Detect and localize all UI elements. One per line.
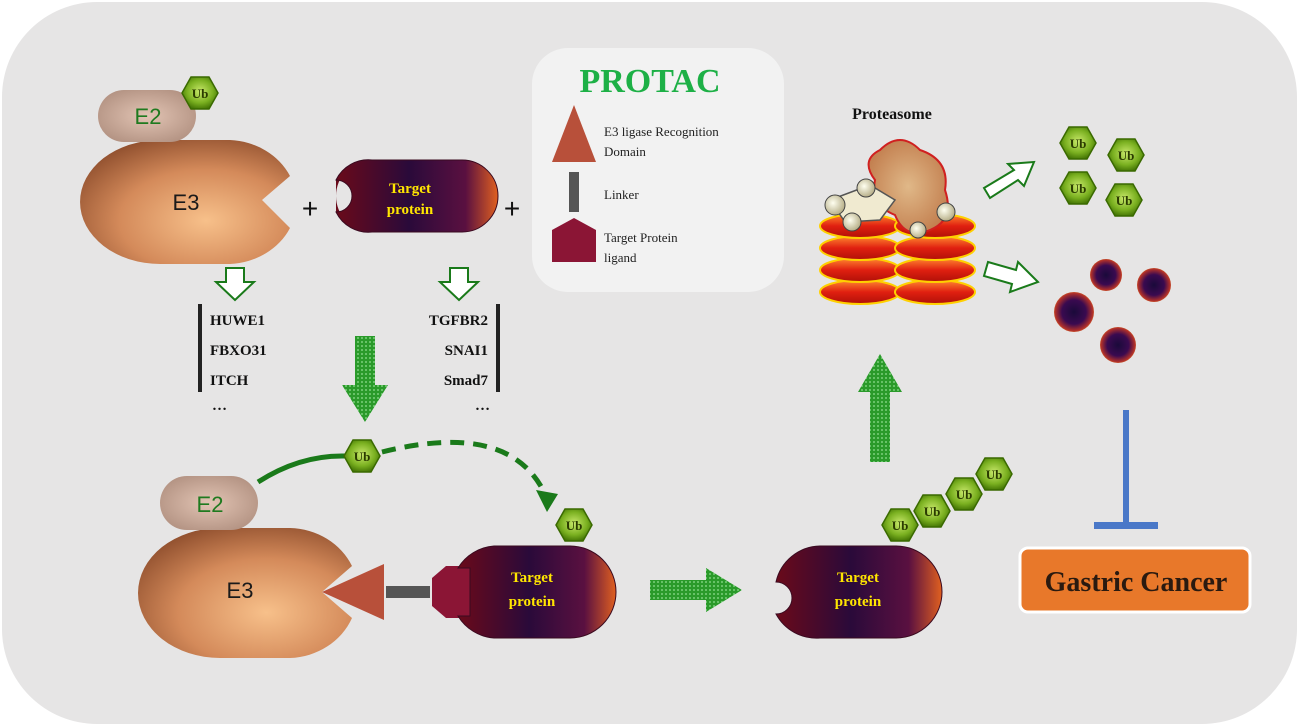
svg-text:Ub: Ub [1118,148,1135,163]
svg-text:protein: protein [509,594,556,610]
arrow-to-fragments [982,260,1040,294]
fragment [1054,292,1094,332]
e2-shape [160,476,258,530]
ub-transfer-arrowhead [536,490,558,512]
protac-ligand [432,566,470,618]
dotted-arrow-right [650,568,742,612]
legend-label-recognition-2: Domain [604,144,646,159]
legend-label-recognition-1: E3 ligase Recognition [604,124,719,139]
protac-linker [386,586,430,598]
inhibition-bar [1094,522,1158,529]
triangle-icon [552,105,596,162]
ub-icon: Ub [343,439,381,473]
bottom-e3-complex: E3 E2 [138,476,352,658]
dotted-arrow-down [342,336,388,422]
protac-legend-box: PROTAC E3 ligase Recognition Domain Link… [532,48,784,292]
fragment [1100,327,1136,363]
ub-icon: Ub [913,494,951,528]
svg-text:Ub: Ub [1070,181,1087,196]
ub-icon: Ub [945,477,983,511]
target-list-item: TGFBR2 [429,313,488,329]
e3-list-item: … [212,398,227,414]
svg-text:Ub: Ub [566,518,583,533]
ub-transfer-dashed-arrow [381,439,548,496]
legend-label-linker: Linker [604,187,639,202]
ub-icon: Ub [1059,171,1097,205]
e3-list-item: FBXO31 [210,343,267,359]
svg-text:Ub: Ub [986,467,1003,482]
svg-text:Ub: Ub [354,449,371,464]
svg-text:Ub: Ub [192,86,209,101]
ub-icon: Ub [1105,183,1143,217]
svg-text:Ub: Ub [956,487,973,502]
ub-icon: Ub [975,457,1013,491]
ub-transfer-line [256,453,346,485]
svg-text:Ub: Ub [892,518,909,533]
e3-label: E3 [227,578,254,603]
e3-list-item: ITCH [210,373,249,389]
down-arrow-target [437,267,481,302]
pentagon-icon [552,218,596,262]
target-list-item: SNAI1 [445,343,488,359]
target-label-line1: Target [389,181,431,197]
fragment [1137,268,1171,302]
protac-recognition-domain [322,564,384,620]
ub-icon: Ub [555,508,593,542]
down-arrow-e3 [213,267,257,302]
ub-icon: Ub [1059,126,1097,160]
ubiquitinated-target-protein: Target protein [775,545,943,639]
top-target-protein: Target protein [335,159,499,233]
legend-label-ligand-1: Target Protein [604,230,678,245]
svg-text:Target: Target [837,570,879,586]
svg-text:Ub: Ub [1116,193,1133,208]
e2-label: E2 [135,104,162,129]
dotted-arrow-up [858,354,902,462]
plus-sign-1: + [302,193,318,224]
fragment [1090,259,1122,291]
gastric-cancer-label: Gastric Cancer [1045,567,1228,598]
protein-fragments [1054,259,1171,363]
ub-chain: Ub Ub Ub Ub [881,457,1013,542]
plus-sign-2: + [504,193,520,224]
svg-text:Ub: Ub [1070,136,1087,151]
svg-text:Target: Target [511,570,553,586]
ub-icon: Ub [181,76,219,110]
target-list-item: … [475,398,490,414]
e2-label: E2 [197,492,224,517]
e3-label: E3 [173,190,200,215]
svg-text:protein: protein [835,594,882,610]
e3-list-item: HUWE1 [210,313,265,329]
gastric-cancer-box: Gastric Cancer [1018,546,1252,614]
inhibition-line [1123,410,1129,522]
e3-list: HUWE1 FBXO31 ITCH … [198,304,267,414]
protac-title: PROTAC [579,63,720,100]
proteasome-label: Proteasome [852,106,932,123]
ub-icon: Ub [881,508,919,542]
proteasome-icon [819,139,976,305]
target-list: TGFBR2 SNAI1 Smad7 … [429,304,500,414]
top-e3-complex: E3 E2 Ub [80,76,290,264]
target-label-line2: protein [387,202,434,218]
svg-text:Ub: Ub [924,504,941,519]
bottom-target-protein: Target protein [457,545,617,639]
ub-icon: Ub [1107,138,1145,172]
arrow-to-ub [982,160,1036,200]
e2-shape [98,90,196,142]
released-ub-group: Ub Ub Ub Ub [1059,126,1145,217]
legend-label-ligand-2: ligand [604,250,637,265]
target-list-item: Smad7 [444,373,489,389]
linker-icon [569,172,579,212]
e3-ligase-shape [80,140,290,264]
